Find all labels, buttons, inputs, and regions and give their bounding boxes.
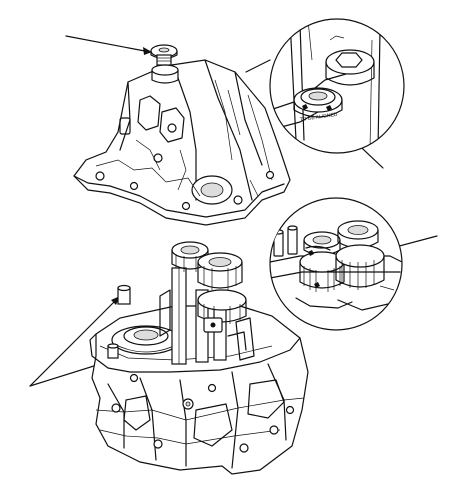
dowel-pin-lower [107,343,119,359]
detail-callout-upper: TO BE ALIGNED [245,18,405,154]
detail-callout-lower [269,197,403,331]
transmission-housing-upper [73,59,291,226]
drain-plug [150,44,178,66]
transmission-housing-lower [89,241,309,475]
leader-line-plug [65,35,152,55]
alignment-stamp: TO BE ALIGNED [299,112,338,123]
dowel-pin-upper [117,284,131,305]
